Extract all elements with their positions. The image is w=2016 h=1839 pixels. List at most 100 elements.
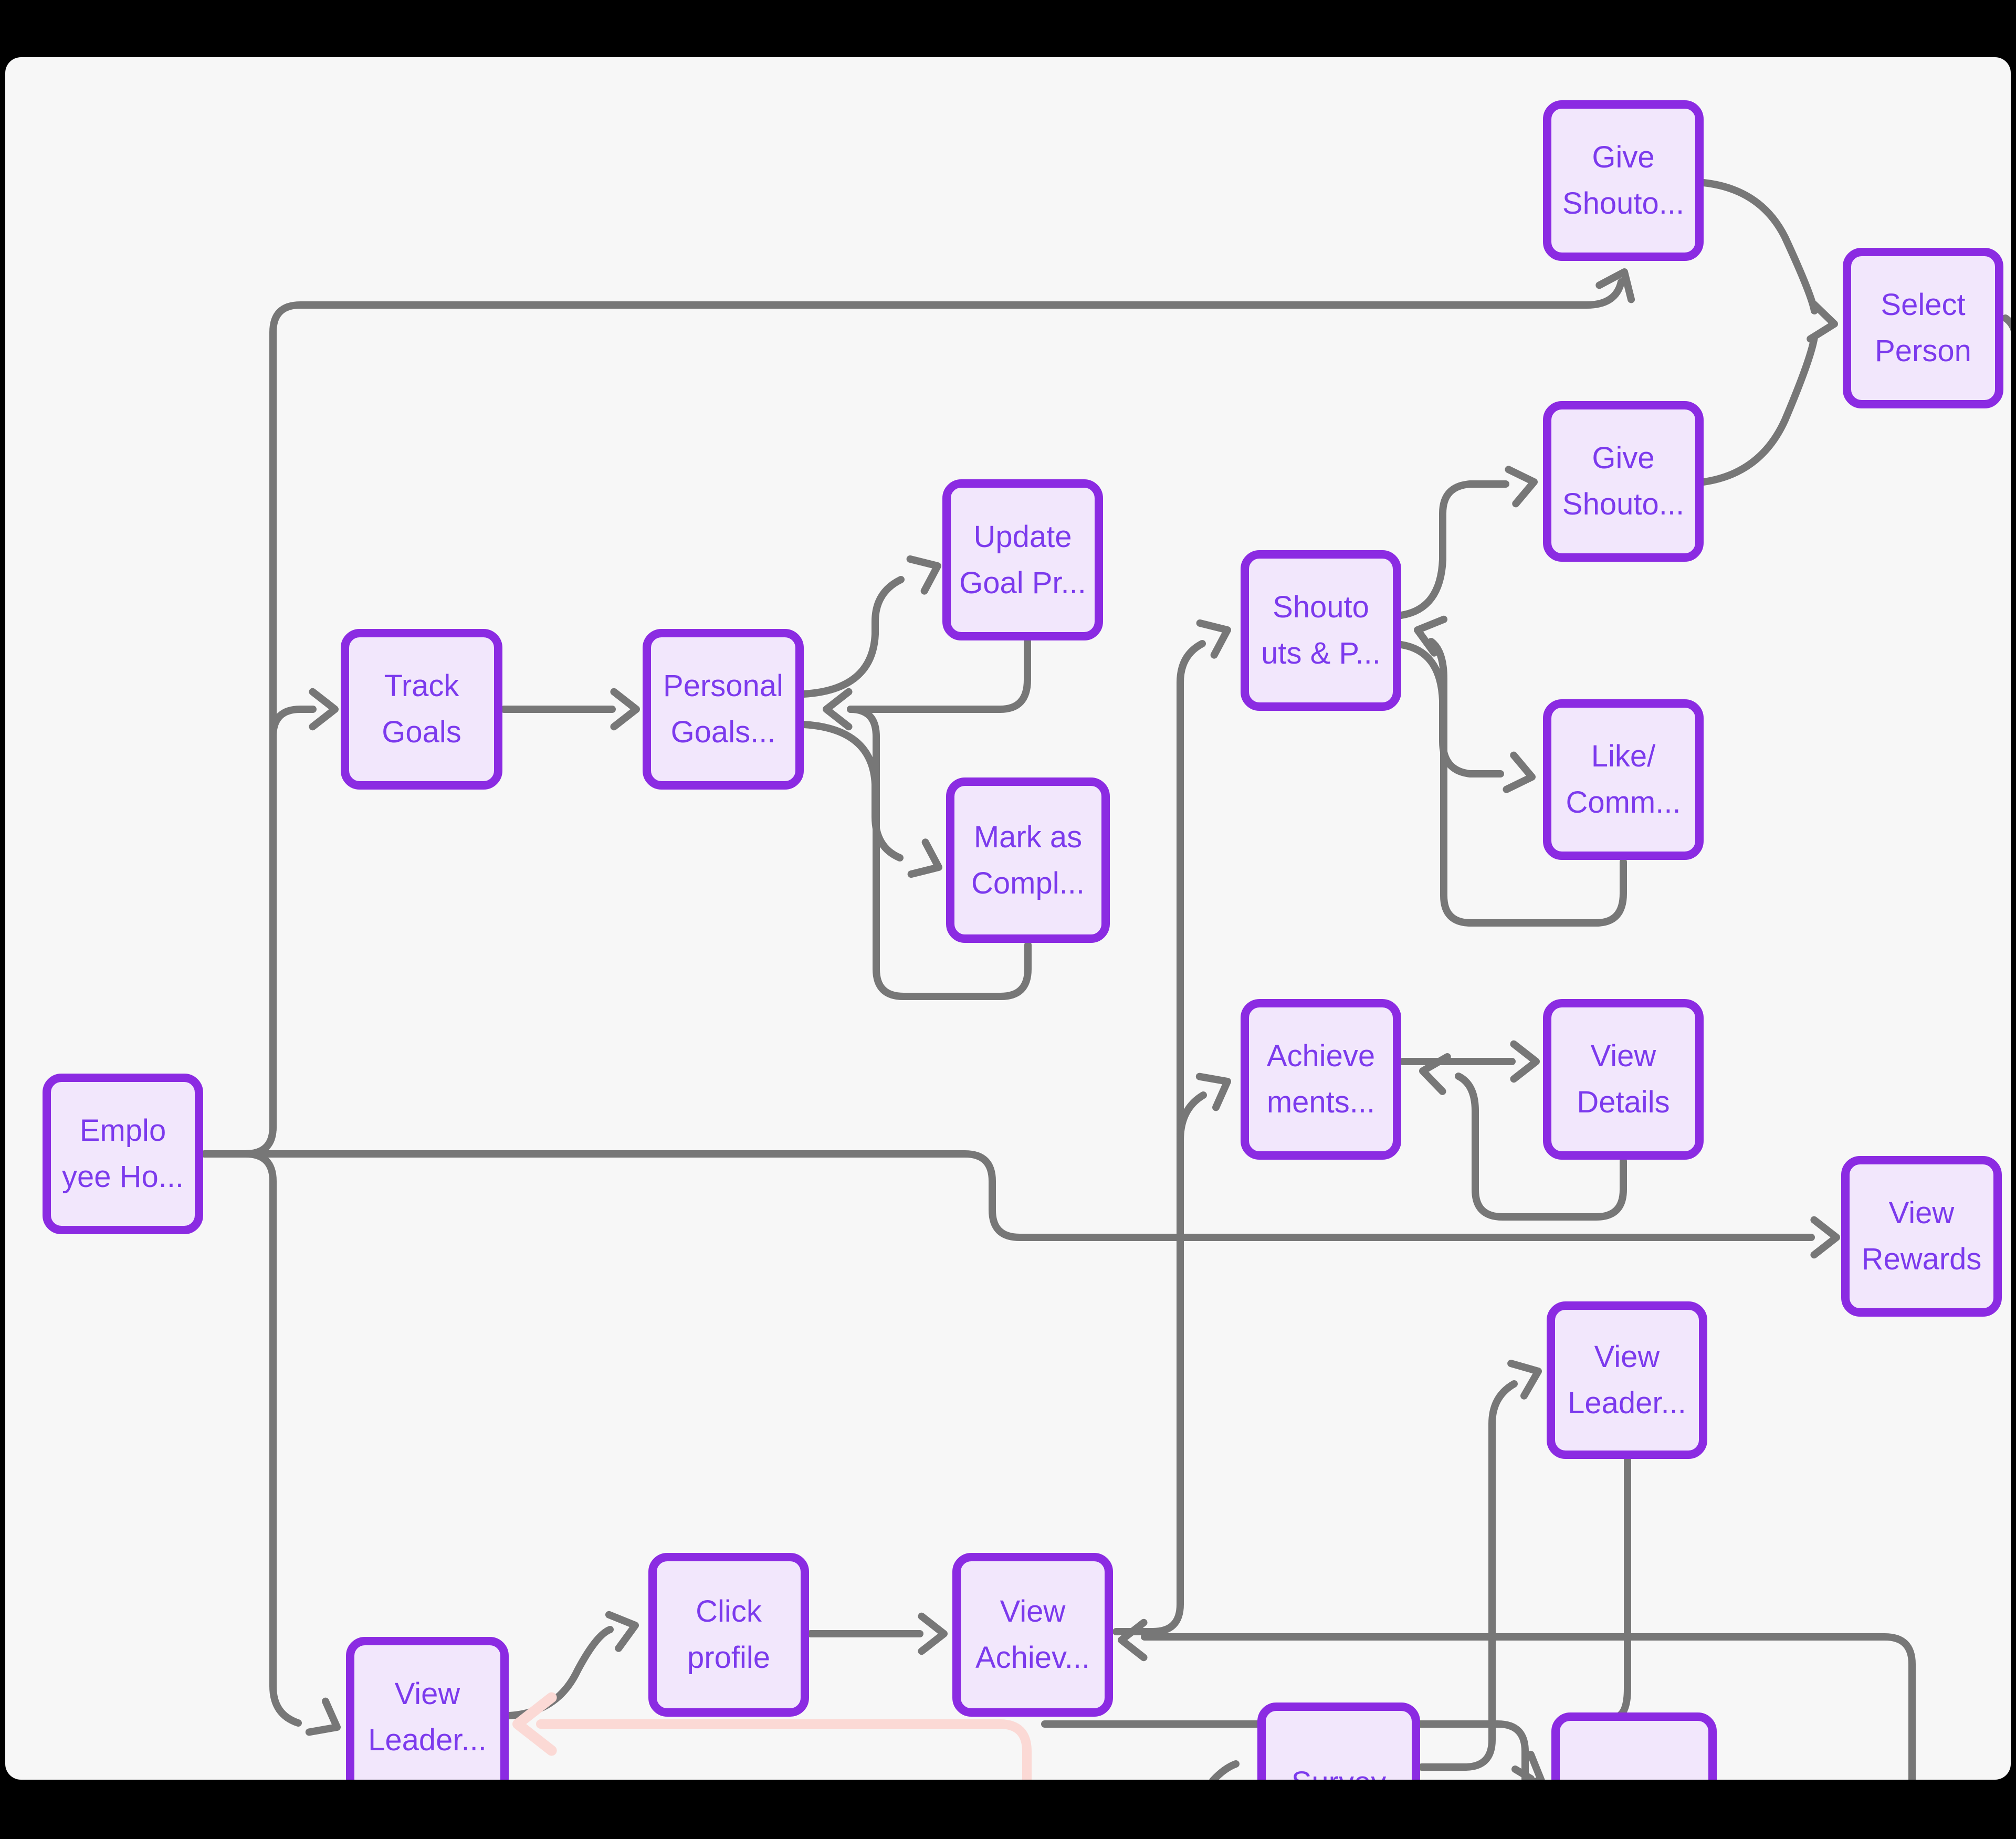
- flow-node-label: Personal: [663, 669, 783, 703]
- flow-node-label: View: [1888, 1196, 1955, 1230]
- edge-employee-home-to-view-leaderboard-bottom: [201, 1150, 302, 1727]
- flow-node-shoutouts-posts[interactable]: Shouto uts & P...: [1241, 550, 1401, 711]
- edge-view-leaderboard-bottom-to-click-profile: [506, 1626, 614, 1719]
- edge-employee-home-to-view-rewards: [201, 1150, 1815, 1241]
- edge-spend-left-arrow-fragment: [1511, 1766, 1535, 1780]
- flow-node-click-profile[interactable]: Click profile: [648, 1553, 809, 1717]
- flow-node-label: Spend: [1590, 1770, 1678, 1780]
- edge-highlight-to-view-leaderboard-bottom-arrowhead: [512, 1692, 557, 1756]
- edge-select-person-right-stub: [2002, 314, 2011, 332]
- flow-node-label: ments...: [1266, 1085, 1376, 1119]
- flow-node-label: Like/: [1591, 739, 1656, 773]
- edge-like-comment-to-shoutouts-arrowhead: [1414, 615, 1448, 657]
- flow-node-label: Achiev...: [975, 1641, 1090, 1675]
- edge-employee-home-to-track-goals: [201, 706, 317, 1158]
- flow-node-mark-as-complete[interactable]: Mark as Compl...: [946, 777, 1110, 943]
- edge-layer: [201, 179, 2011, 1780]
- edge-track-goals-to-personal-goals-arrowhead: [610, 688, 640, 731]
- flow-node-label: Goals: [382, 715, 461, 749]
- edge-view-achievements-to-shoutouts-arrowhead: [1196, 619, 1231, 659]
- flow-node-label: Shouto...: [1562, 487, 1685, 521]
- flow-node-label: Rewards: [1861, 1242, 1982, 1276]
- edge-employee-home-to-view-leaderboard-bottom-arrowhead: [305, 1697, 341, 1736]
- flow-node-label: Person: [1875, 334, 1971, 368]
- flow-node-label: Give: [1592, 140, 1655, 174]
- edge-bottom-gray-connector: [1041, 1720, 1529, 1780]
- edge-update-goal-to-personal-goals-arrowhead: [823, 688, 853, 731]
- edge-shoutouts-to-like-comment: [1398, 641, 1504, 777]
- flow-node-like-comment[interactable]: Like/Comm...: [1543, 699, 1704, 860]
- edge-give-shoutout-top-to-select-person-arrowhead: [1807, 300, 1838, 343]
- edge-personal-goals-to-update-goal: [800, 576, 905, 698]
- edge-update-goal-to-personal-goals: [847, 638, 1031, 713]
- flow-node-label: View: [1594, 1340, 1660, 1374]
- edge-survey-to-view-leaderboard-right: [1418, 1380, 1518, 1771]
- edge-give-shoutout-mid-to-select-person: [1700, 333, 1818, 486]
- flow-node-label: Survey: [1292, 1760, 1387, 1780]
- edge-view-leaderboard-bottom-to-click-profile-arrowhead: [605, 1611, 639, 1652]
- flow-node-label: yee Ho...: [61, 1160, 184, 1194]
- flow-node-employee-home[interactable]: Emplo yee Ho...: [43, 1074, 203, 1234]
- flow-node-label: Track: [384, 669, 459, 703]
- flow-node-label: Compl...: [971, 866, 1085, 900]
- flow-node-label: uts & P...: [1261, 636, 1381, 670]
- edge-shoutouts-to-give-shoutout-mid: [1398, 480, 1509, 619]
- flow-node-survey[interactable]: Survey: [1257, 1703, 1420, 1780]
- edge-highlight-to-view-leaderboard-bottom: [536, 1719, 1032, 1780]
- flow-node-label: Goals...: [670, 715, 776, 749]
- flow-node-label: Give: [1592, 441, 1655, 475]
- edge-view-achievements-to-achievements: [1177, 1091, 1207, 1144]
- flow-node-label: View: [1590, 1039, 1656, 1073]
- flow-node-label: View: [394, 1677, 460, 1711]
- flow-node-label: Mark as: [973, 819, 1083, 854]
- flow-node-label: Select: [1881, 288, 1966, 322]
- edge-like-comment-to-shoutouts: [1427, 638, 1627, 927]
- edge-view-achievements-to-achievements-arrowhead: [1195, 1073, 1231, 1111]
- edge-mark-complete-to-personal-goals: [847, 706, 1032, 1000]
- edge-employee-home-to-give-shoutout-top-arrowhead: [1595, 268, 1635, 303]
- flow-node-label: Shouto...: [1562, 186, 1685, 220]
- edge-give-shoutout-top-to-select-person: [1700, 179, 1818, 314]
- flow-node-spend[interactable]: Spend: [1551, 1712, 1717, 1780]
- edge-survey-to-view-leaderboard-right-arrowhead: [1507, 1360, 1542, 1400]
- flow-node-label: Shouto: [1273, 590, 1369, 624]
- flow-node-label: Update: [973, 519, 1072, 554]
- edge-employee-home-to-track-goals-arrowhead: [309, 688, 339, 731]
- flow-node-label: Click: [696, 1594, 762, 1628]
- edge-bottom-right-loop-to-view-achievements: [1141, 1633, 1916, 1780]
- edge-view-details-to-achievements: [1455, 1073, 1627, 1221]
- edge-view-achievements-to-shoutouts: [1112, 640, 1206, 1635]
- flow-node-label: View: [1000, 1594, 1066, 1628]
- edge-click-profile-to-view-achievements-arrowhead: [918, 1612, 948, 1655]
- flow-node-label: Comm...: [1566, 785, 1681, 819]
- edge-personal-goals-to-mark-complete: [800, 721, 904, 861]
- edge-shoutouts-to-like-comment-arrowhead: [1503, 751, 1536, 793]
- flow-node-label: Goal Pr...: [959, 565, 1086, 600]
- edge-shoutouts-to-give-shoutout-mid-arrowhead: [1505, 466, 1538, 508]
- edge-achievements-to-view-details-arrowhead: [1510, 1040, 1540, 1083]
- flow-node-label: Details: [1577, 1085, 1670, 1119]
- flow-node-label: Leader...: [368, 1723, 487, 1757]
- flow-node-label: Emplo: [79, 1113, 166, 1148]
- edge-personal-goals-to-update-goal-arrowhead: [906, 555, 941, 595]
- edge-survey-to-spend-fragment: [1209, 1760, 1240, 1780]
- edge-personal-goals-to-mark-complete-arrowhead: [907, 838, 942, 878]
- flow-node-label: profile: [687, 1641, 770, 1675]
- edge-view-leaderboard-right-to-spend: [1613, 1457, 1631, 1720]
- edge-view-details-to-achievements-arrowhead: [1419, 1053, 1451, 1095]
